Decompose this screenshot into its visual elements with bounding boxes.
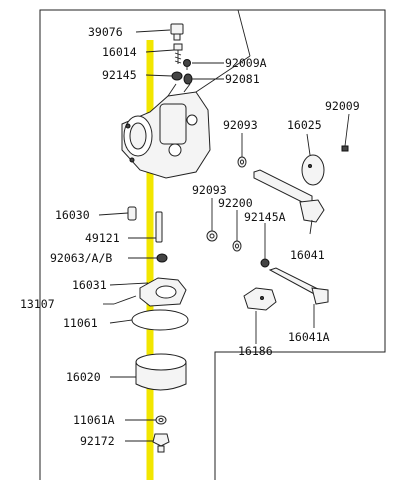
part-92145a-drawing xyxy=(260,258,270,268)
part-92081-drawing xyxy=(183,73,193,85)
part-92093-lower-drawing xyxy=(206,230,218,242)
label-16014: 16014 xyxy=(102,45,137,59)
label-92093-lower: 92093 xyxy=(192,183,227,197)
part-92145-drawing xyxy=(171,71,183,81)
label-16020: 16020 xyxy=(66,370,101,384)
part-92093-upper-drawing xyxy=(237,156,247,168)
part-11061a-drawing xyxy=(155,415,167,425)
part-16025-drawing xyxy=(301,154,325,186)
label-13107: 13107 xyxy=(20,297,55,311)
label-11061a: 11061A xyxy=(73,413,115,427)
label-16041: 16041 xyxy=(290,248,325,262)
part-49121-drawing xyxy=(155,211,163,243)
label-16031: 16031 xyxy=(72,278,107,292)
leader-lines xyxy=(98,9,350,442)
part-92009a-drawing xyxy=(183,59,191,70)
label-92009a: 92009A xyxy=(225,56,267,70)
label-92081: 92081 xyxy=(225,72,260,86)
label-92145a: 92145A xyxy=(244,210,286,224)
part-92172-drawing xyxy=(152,433,170,453)
label-16041a: 16041A xyxy=(288,330,330,344)
part-16031-drawing xyxy=(139,277,187,307)
label-11061: 11061 xyxy=(63,316,98,330)
part-11061-drawing xyxy=(131,309,189,331)
part-92009-drawing xyxy=(341,145,349,152)
label-92093-upper: 92093 xyxy=(223,118,258,132)
label-16030: 16030 xyxy=(55,208,90,222)
label-16186: 16186 xyxy=(238,344,273,358)
part-92063-drawing xyxy=(156,253,168,263)
part-39076-drawing xyxy=(170,23,184,41)
label-92172: 92172 xyxy=(80,434,115,448)
label-92145: 92145 xyxy=(102,68,137,82)
part-92200-drawing xyxy=(232,240,242,252)
label-92063: 92063/A/B xyxy=(50,251,112,265)
label-92009: 92009 xyxy=(325,99,360,113)
part-16020-drawing xyxy=(135,353,187,391)
part-16041-drawing xyxy=(253,169,325,235)
part-16014-drawing xyxy=(173,43,183,64)
label-49121: 49121 xyxy=(85,231,120,245)
label-39076: 39076 xyxy=(88,25,123,39)
part-16041a-drawing xyxy=(268,267,329,305)
part-13107-drawing xyxy=(113,295,137,305)
part-16186-drawing xyxy=(243,287,277,311)
diagram-frame xyxy=(39,9,386,480)
label-16025: 16025 xyxy=(287,118,322,132)
part-16030-drawing xyxy=(127,206,137,221)
carburetor-body-drawing xyxy=(121,83,211,179)
label-92200: 92200 xyxy=(218,196,253,210)
